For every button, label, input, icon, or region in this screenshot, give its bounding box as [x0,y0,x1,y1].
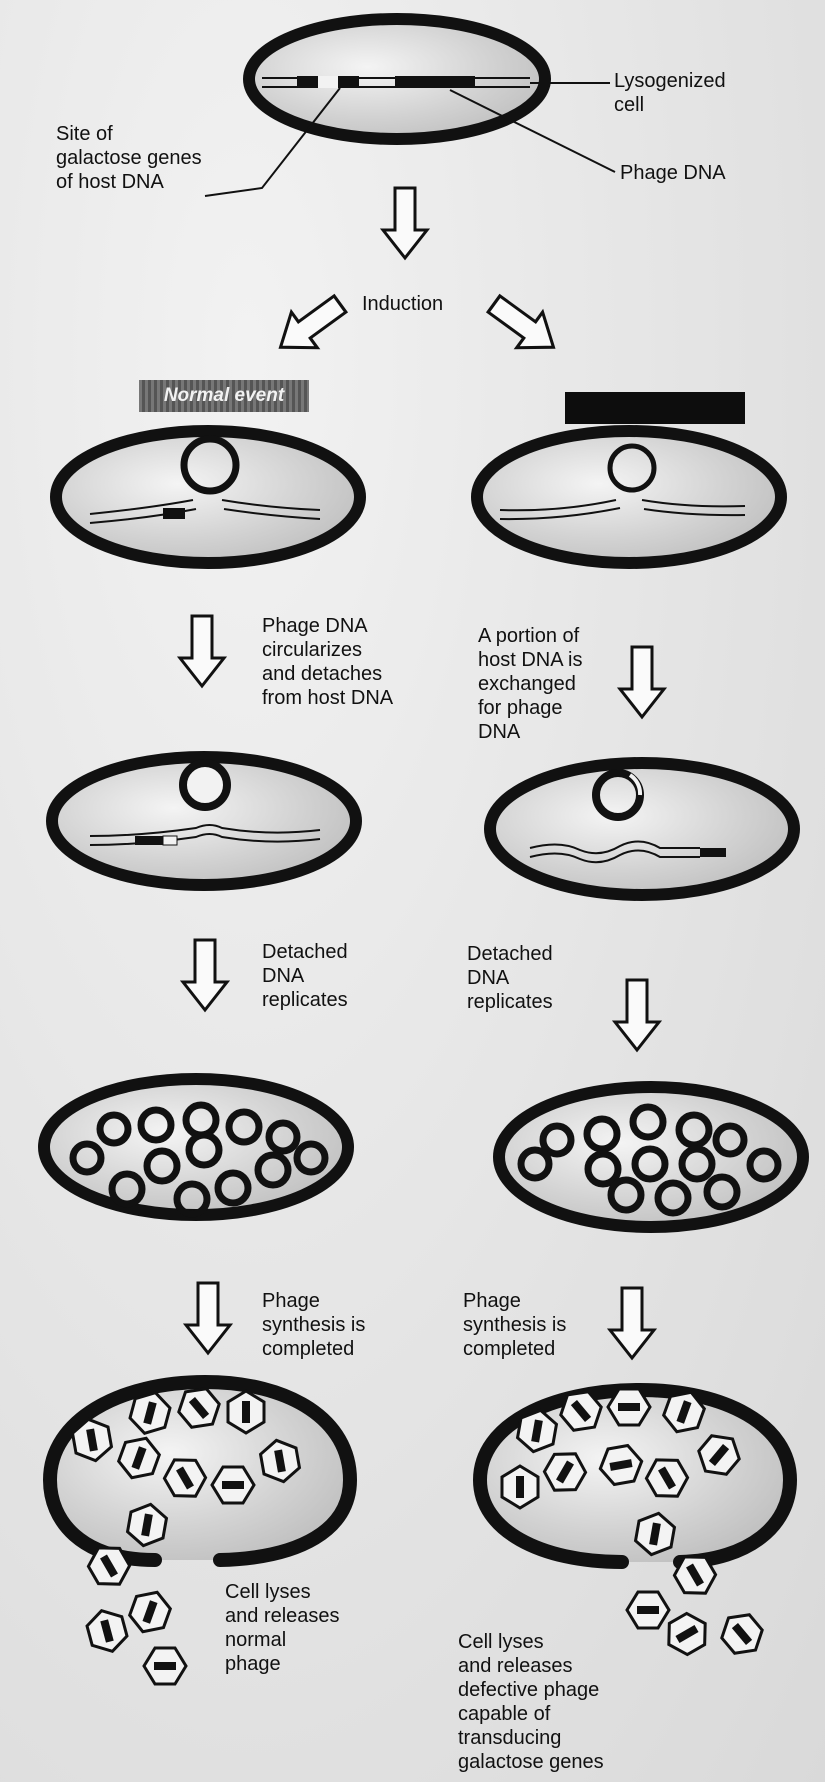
left-arrow-2 [183,940,227,1010]
right-branch-arrow [481,286,566,365]
left-step2-text: Detached DNA replicates [262,940,348,1012]
lysogenized-cell [249,19,545,139]
right-cell-lysing [480,1383,790,1661]
left-step4-text: Cell lyses and releases normal phage [225,1580,340,1676]
right-step2-text: Detached DNA replicates [467,942,553,1014]
right-cell-3 [499,1087,803,1227]
right-step1-text: A portion of host DNA is exchanged for p… [478,624,582,744]
right-cell-1 [477,431,781,563]
right-arrow-1 [620,647,664,717]
lysogenized-cell-label: Lysogenized cell [614,69,726,117]
induction-arrow [383,188,427,258]
abnormal-event-header [565,392,745,424]
normal-event-header: Normal event [139,380,309,412]
left-cell-1 [56,431,360,563]
left-arrow-3 [186,1283,230,1353]
left-step3-text: Phage synthesis is completed [262,1289,365,1361]
right-step4-text: Cell lyses and releases defective phage … [458,1630,604,1774]
right-cell-2 [490,763,794,895]
induction-label: Induction [362,292,443,316]
galactose-site-label: Site of galactose genes of host DNA [56,122,202,194]
phage-dna-label: Phage DNA [620,161,726,185]
left-cell-3 [44,1079,348,1215]
right-step3-text: Phage synthesis is completed [463,1289,566,1361]
right-arrow-3 [610,1288,654,1358]
left-step1-text: Phage DNA circularizes and detaches from… [262,614,393,710]
left-arrow-1 [180,616,224,686]
right-arrow-2 [615,980,659,1050]
left-branch-arrow [268,286,353,365]
left-cell-2 [52,757,356,885]
